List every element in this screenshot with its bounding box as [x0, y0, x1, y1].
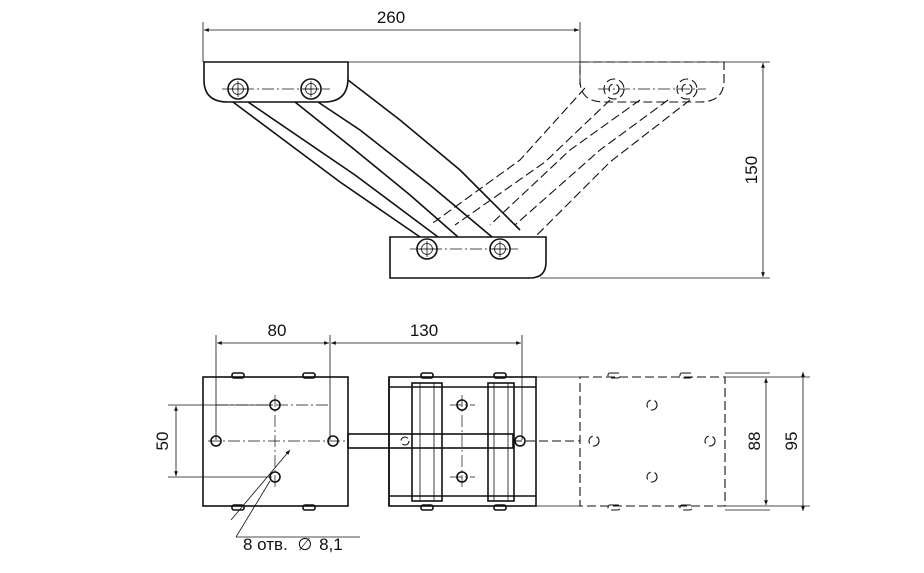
dimension-260-label: 260 — [377, 8, 405, 27]
dimension-88-label: 88 — [745, 432, 764, 451]
solid-links — [232, 79, 521, 238]
svg-text:8 отв. ∅ 8,1: 8 отв. ∅ 8,1 — [243, 535, 343, 554]
callout-holes-text: 8 отв. — [243, 535, 288, 554]
top-mount-plate — [203, 61, 349, 103]
dimension-130-label: 130 — [410, 321, 438, 340]
mount-holes-right-ghost — [588, 399, 716, 483]
dimension-50-label: 50 — [153, 432, 172, 451]
diameter-symbol: ∅ — [298, 535, 313, 554]
dimension-80-label: 80 — [268, 321, 287, 340]
plan-left-plate — [202, 376, 349, 507]
side-view: 260 150 — [202, 8, 770, 279]
callout-diameter-value: 8,1 — [319, 535, 343, 554]
plan-right-plate-ghost — [579, 376, 726, 507]
dimension-95-label: 95 — [782, 432, 801, 451]
top-mount-plate-ghost — [579, 61, 725, 103]
hole-callout: 8 отв. ∅ 8,1 — [230, 449, 360, 554]
plan-view: 80 130 50 — [153, 321, 810, 554]
bottom-mount-plate — [389, 236, 547, 279]
ghost-links — [429, 87, 691, 241]
dimension-150-label: 150 — [742, 156, 761, 184]
